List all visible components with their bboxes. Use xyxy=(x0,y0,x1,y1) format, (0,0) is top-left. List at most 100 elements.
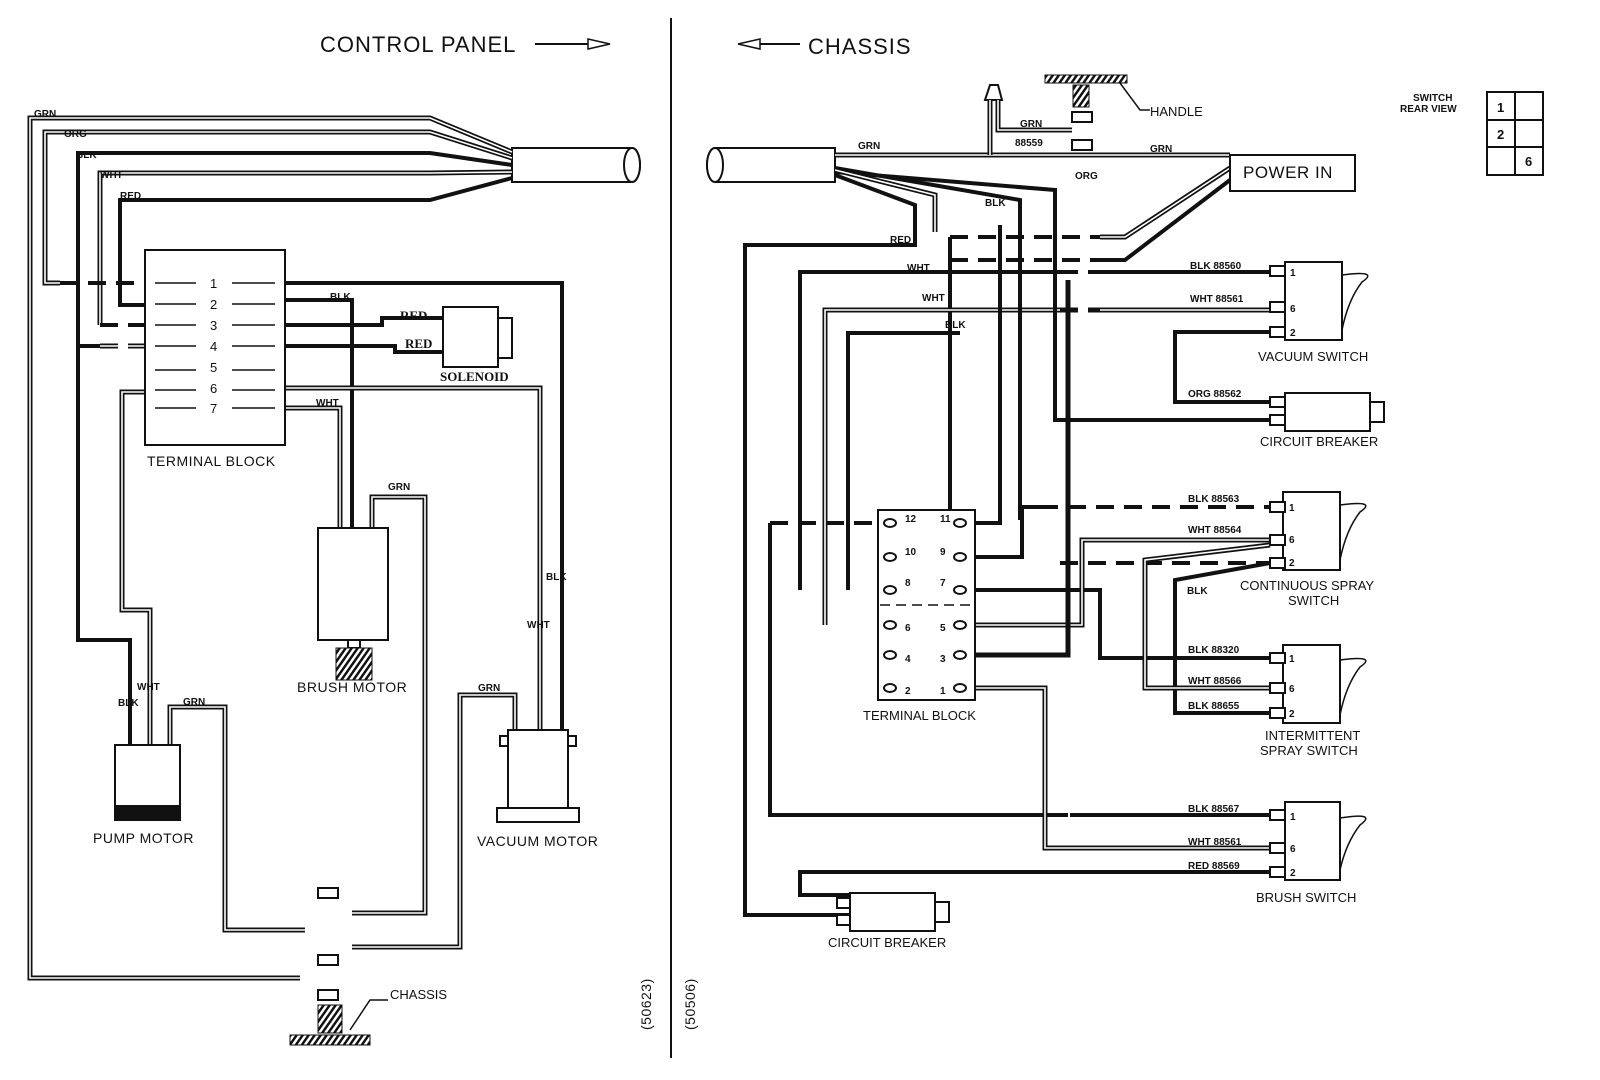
continuous-switch-wire-3: BLK xyxy=(1187,586,1208,597)
terminal-6: 6 xyxy=(210,381,217,396)
rtb-terminal-8: 8 xyxy=(905,578,911,589)
wht-label-1: WHT xyxy=(907,263,930,274)
vacuum-motor-wht-label: WHT xyxy=(527,620,550,631)
terminal-3: 3 xyxy=(210,318,217,333)
intermittent-switch-wire-1: BLK 88320 xyxy=(1188,645,1240,656)
vacuum-switch-label: VACUUM SWITCH xyxy=(1258,349,1368,364)
left-drawing-code: (50623) xyxy=(638,978,654,1030)
circuit-breaker-bottom: CIRCUIT BREAKER xyxy=(828,892,950,950)
switch-rear-view-label-1: SWITCH xyxy=(1413,93,1452,104)
intermittent-switch-pin-6: 6 xyxy=(1289,684,1295,695)
blk-label: BLK xyxy=(985,198,1006,209)
brush-switch-pin-1: 1 xyxy=(1290,812,1296,823)
wire-label-wht-top: WHT xyxy=(100,170,123,181)
brush-switch-label: BRUSH SWITCH xyxy=(1256,890,1356,905)
pump-motor-blk-label: BLK xyxy=(118,698,139,709)
left-cable xyxy=(511,147,641,183)
intermittent-switch-label-2: SPRAY SWITCH xyxy=(1260,743,1358,758)
brush-motor-grn-label: GRN xyxy=(388,482,410,493)
brush-motor-label: BRUSH MOTOR xyxy=(297,679,407,695)
wire-label-grn: GRN xyxy=(34,109,56,120)
vacuum-switch-wire-2: WHT 88561 xyxy=(1190,294,1244,305)
intermittent-switch-pin-2: 2 xyxy=(1289,709,1295,720)
chassis-title: CHASSIS xyxy=(808,34,912,59)
rear-view-cell-2: 2 xyxy=(1497,127,1504,142)
vacuum-switch-pin-6: 6 xyxy=(1290,304,1296,315)
pump-motor-label: PUMP MOTOR xyxy=(93,830,194,846)
solenoid-label: SOLENOID xyxy=(440,369,509,384)
rear-view-cell-6: 6 xyxy=(1525,154,1532,169)
rtb-terminal-11: 11 xyxy=(940,514,951,525)
continuous-switch-pin-1: 1 xyxy=(1289,503,1295,514)
brush-switch-pin-2: 2 xyxy=(1290,868,1296,879)
rear-view-cell-1: 1 xyxy=(1497,100,1504,115)
left-terminal-block-label: TERMINAL BLOCK xyxy=(147,453,276,469)
wire-label-blk: BLK xyxy=(330,292,351,303)
rtb-terminal-2: 2 xyxy=(905,686,911,697)
arrow-left-icon xyxy=(737,38,800,50)
brush-switch: 1 6 2 BLK 88567 WHT 88561 RED 88569 BRUS… xyxy=(1188,801,1367,905)
brush-motor: GRN BRUSH MOTOR xyxy=(297,482,410,695)
vacuum-switch-pin-1: 1 xyxy=(1290,268,1296,279)
brush-switch-pin-6: 6 xyxy=(1290,844,1296,855)
continuous-switch-label-2: SWITCH xyxy=(1288,593,1339,608)
circuit-breaker-top-label: CIRCUIT BREAKER xyxy=(1260,434,1378,449)
wire-label-org: ORG xyxy=(64,129,87,140)
rtb-terminal-6: 6 xyxy=(905,623,911,634)
pump-motor-grn-label: GRN xyxy=(183,697,205,708)
circuit-breaker-bottom-label: CIRCUIT BREAKER xyxy=(828,935,946,950)
terminal-5: 5 xyxy=(210,360,217,375)
handle-ground: HANDLE xyxy=(983,74,1203,151)
vacuum-switch-wire-1: BLK 88560 xyxy=(1190,261,1242,272)
grn-main-label: GRN xyxy=(1150,144,1172,155)
vacuum-motor-blk-label: BLK xyxy=(546,572,567,583)
right-cable xyxy=(706,147,836,183)
intermittent-spray-switch: 1 6 2 BLK 88320 WHT 88566 BLK 88655 INTE… xyxy=(1188,644,1367,758)
circuit-breaker-top: ORG 88562 CIRCUIT BREAKER xyxy=(1188,389,1385,449)
intermittent-switch-wire-2: WHT 88566 xyxy=(1188,676,1242,687)
pump-motor-wht-label: WHT xyxy=(137,682,160,693)
vacuum-motor: BLK WHT GRN VACUUM MOTOR xyxy=(477,572,598,849)
power-in-label: POWER IN xyxy=(1243,163,1333,182)
continuous-switch-wire-1: BLK 88563 xyxy=(1188,494,1240,505)
right-wires xyxy=(743,100,1271,917)
brush-switch-wire-2: WHT 88561 xyxy=(1188,837,1242,848)
continuous-switch-wire-2: WHT 88564 xyxy=(1188,525,1242,536)
continuous-switch-pin-2: 2 xyxy=(1289,558,1295,569)
wire-label-red-top: RED xyxy=(120,191,141,202)
org-label: ORG xyxy=(1075,171,1098,182)
intermittent-switch-wire-3: BLK 88655 xyxy=(1188,701,1240,712)
continuous-spray-switch: 1 6 2 BLK 88563 WHT 88564 BLK CONTINUOUS… xyxy=(1187,491,1374,608)
circuit-breaker-top-wire: ORG 88562 xyxy=(1188,389,1242,400)
intermittent-switch-pin-1: 1 xyxy=(1289,654,1295,665)
blk-label-2: BLK xyxy=(945,320,966,331)
solenoid: RED RED SOLENOID xyxy=(400,306,513,384)
pump-motor: BLK WHT GRN PUMP MOTOR xyxy=(93,682,205,846)
rtb-terminal-7: 7 xyxy=(940,578,946,589)
rtb-terminal-9: 9 xyxy=(940,547,946,558)
solenoid-wire-label-1: RED xyxy=(400,308,427,323)
intermittent-switch-label-1: INTERMITTENT xyxy=(1265,728,1360,743)
left-wires xyxy=(27,115,564,981)
wire-label-blk-top: BLK xyxy=(76,150,97,161)
solenoid-wire-label-2: RED xyxy=(405,336,432,351)
switch-rear-view: SWITCH REAR VIEW 1 2 6 xyxy=(1400,91,1544,176)
rtb-terminal-3: 3 xyxy=(940,654,946,665)
wht-label-2: WHT xyxy=(922,293,945,304)
chassis-ground: CHASSIS xyxy=(289,887,447,1046)
right-terminal-block-label: TERMINAL BLOCK xyxy=(863,708,976,723)
right-drawing-code: (50506) xyxy=(682,978,698,1030)
vacuum-motor-label: VACUUM MOTOR xyxy=(477,833,598,849)
terminal-2: 2 xyxy=(210,297,217,312)
chassis-section: CHASSIS HANDLE xyxy=(682,34,1544,1030)
brush-switch-wire-1: BLK 88567 xyxy=(1188,804,1240,815)
brush-switch-wire-3: RED 88569 xyxy=(1188,861,1240,872)
rtb-terminal-10: 10 xyxy=(905,547,917,558)
wire-label-wht: WHT xyxy=(316,398,339,409)
rtb-terminal-4: 4 xyxy=(905,654,911,665)
left-terminal-block: 1 2 3 4 5 6 7 TERMINAL BLOCK xyxy=(144,249,286,469)
grn-cable-label: GRN xyxy=(858,141,880,152)
vacuum-motor-grn-label: GRN xyxy=(478,683,500,694)
rtb-terminal-12: 12 xyxy=(905,514,917,525)
